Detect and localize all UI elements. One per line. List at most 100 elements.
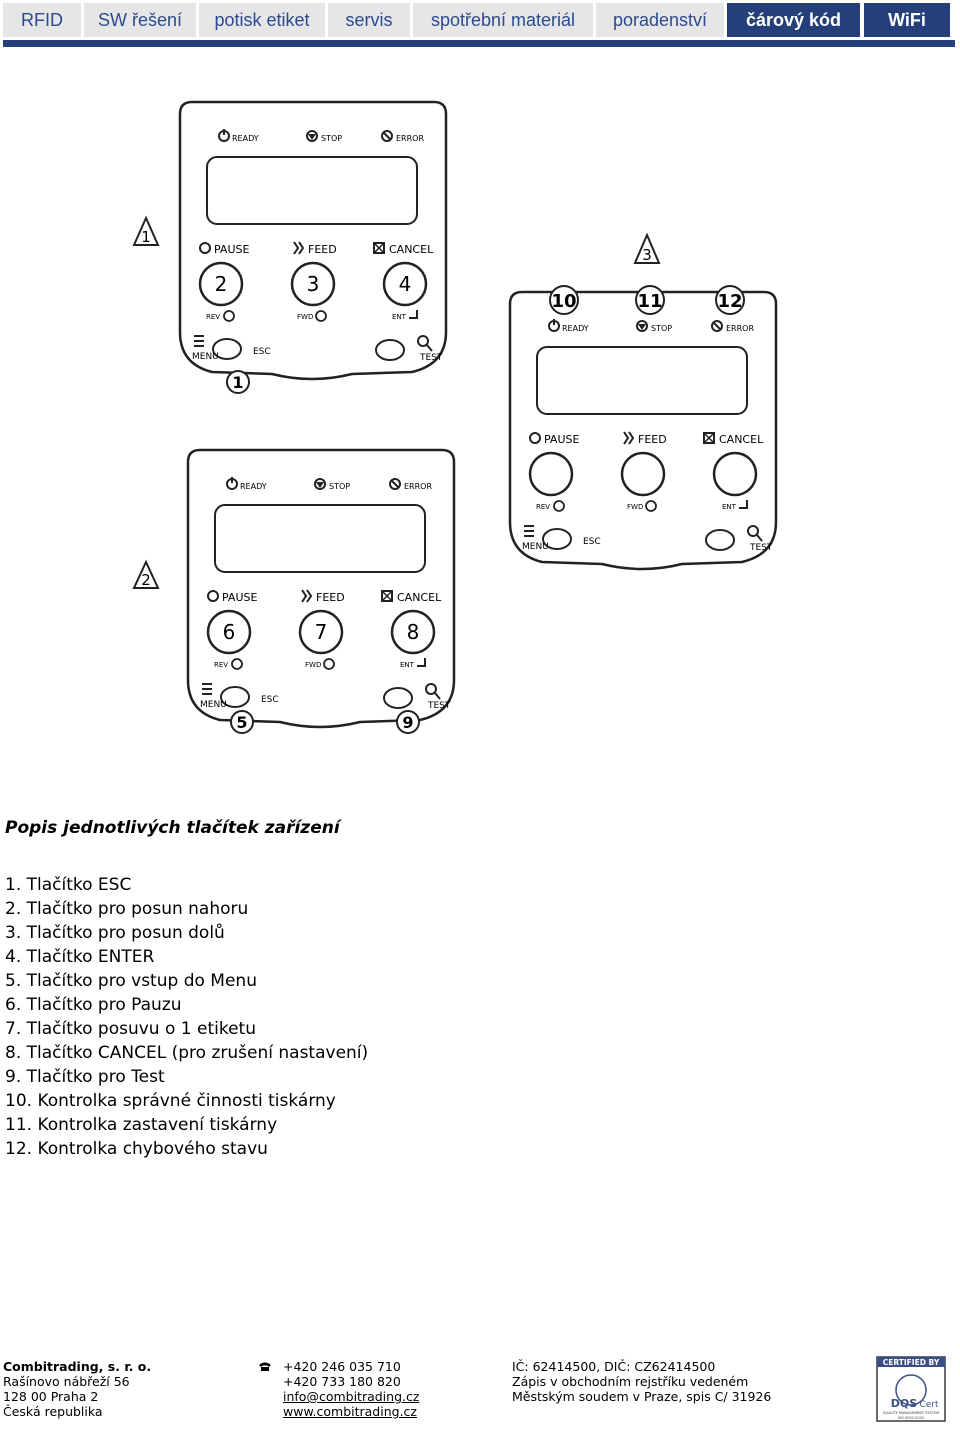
button-description-list: 1. Tlačítko ESC 2. Tlačítko pro posun na… [5, 873, 368, 1161]
footer-registration: IČ: 62414500, DIČ: CZ62414500 Zápis v ob… [512, 1359, 771, 1404]
list-item: 4. Tlačítko ENTER [5, 947, 155, 967]
svg-text:1: 1 [141, 228, 151, 246]
list-item: 3. Tlačítko pro posun dolů [5, 923, 225, 943]
warning-triangle-2: 2 [132, 559, 160, 589]
phone-number: +420 733 180 820 [283, 1374, 401, 1389]
list-item: 2. Tlačítko pro posun nahoru [5, 899, 249, 919]
esc-label: ESC [261, 695, 279, 705]
callout-2: 2 [215, 272, 228, 296]
test-label: TEST [427, 701, 451, 711]
callout-12: 12 [717, 291, 742, 312]
svg-text:2: 2 [141, 571, 151, 589]
callout-1: 1 [232, 373, 243, 392]
callout-10: 10 [551, 291, 576, 312]
ent-label: ENT [722, 503, 737, 511]
test-label: TEST [419, 353, 443, 363]
company-ids: IČ: 62414500, DIČ: CZ62414500 [512, 1359, 716, 1374]
tab-poradenstvi[interactable]: poradenství [596, 3, 724, 37]
ready-label: READY [240, 482, 267, 491]
menu-label: MENU [192, 352, 219, 362]
registry-line: Městským soudem v Praze, spis C/ 31926 [512, 1389, 772, 1404]
top-navigation: RFID SW řešení potisk etiket servis spot… [3, 3, 955, 47]
tab-servis[interactable]: servis [328, 3, 410, 37]
ready-label: READY [232, 134, 259, 143]
address-line: Česká republika [3, 1404, 103, 1419]
error-label: ERROR [396, 134, 424, 143]
ready-label: READY [562, 324, 589, 333]
pause-label: PAUSE [544, 433, 579, 446]
stop-label: STOP [651, 324, 672, 333]
list-item: 7. Tlačítko posuvu o 1 etiketu [5, 1019, 256, 1039]
cancel-label: CANCEL [397, 591, 442, 604]
menu-label: MENU [522, 542, 549, 552]
phone-icon [259, 1362, 271, 1371]
rev-label: REV [536, 503, 550, 511]
callout-3: 3 [307, 272, 320, 296]
stop-label: STOP [321, 134, 342, 143]
stop-label: STOP [329, 482, 350, 491]
tab-carovy-kod[interactable]: čárový kód [727, 3, 860, 37]
tab-rfid[interactable]: RFID [3, 3, 81, 37]
menu-label: MENU [200, 700, 227, 710]
tab-wifi[interactable]: WiFi [864, 3, 950, 37]
svg-text:DQS: DQS [891, 1397, 917, 1410]
company-name: Combitrading, s. r. o. [3, 1359, 152, 1374]
svg-text:ISO 9001:2000: ISO 9001:2000 [898, 1416, 924, 1420]
section-title: Popis jednotlivých tlačítek zařízení [5, 818, 340, 838]
list-item: 8. Tlačítko CANCEL (pro zrušení nastaven… [5, 1043, 369, 1063]
panel-3: READY STOP ERROR PAUSE FEED CANCEL REV F… [508, 285, 778, 571]
address-line: 128 00 Praha 2 [3, 1389, 99, 1404]
feed-label: FEED [638, 433, 667, 446]
email-link[interactable]: info@combitrading.cz [283, 1389, 420, 1404]
esc-label: ESC [583, 537, 601, 547]
panel-2: READY STOP ERROR PAUSE FEED CANCEL REV F… [186, 448, 456, 734]
fwd-label: FWD [627, 503, 643, 511]
list-item: 5. Tlačítko pro vstup do Menu [5, 971, 257, 991]
footer-company: Combitrading, s. r. o. Rašínovo nábřeží … [3, 1359, 151, 1419]
list-item: 1. Tlačítko ESC [5, 875, 132, 895]
feed-label: FEED [308, 243, 337, 256]
ent-label: ENT [392, 313, 407, 321]
warning-triangle-1: 1 [132, 215, 160, 246]
callout-8: 8 [407, 620, 420, 644]
callout-9: 9 [402, 713, 413, 732]
list-item: 9. Tlačítko pro Test [5, 1067, 165, 1087]
callout-6: 6 [223, 620, 236, 644]
test-label: TEST [749, 543, 773, 553]
nav-underline [3, 40, 955, 47]
warning-triangle-3: 3 [633, 232, 661, 264]
rev-label: REV [214, 661, 228, 669]
website-link[interactable]: www.combitrading.cz [283, 1404, 417, 1419]
esc-label: ESC [253, 347, 271, 357]
pause-label: PAUSE [222, 591, 257, 604]
svg-text:CERTIFIED BY: CERTIFIED BY [883, 1358, 940, 1367]
rev-label: REV [206, 313, 220, 321]
feed-label: FEED [316, 591, 345, 604]
dqs-certification-logo: CERTIFIED BY DQS Cert QUALITY MANAGEMENT… [876, 1356, 946, 1422]
error-label: ERROR [726, 324, 754, 333]
tab-spotrebni-material[interactable]: spotřební materiál [413, 3, 593, 37]
pause-label: PAUSE [214, 243, 249, 256]
callout-5: 5 [236, 713, 247, 732]
svg-text:Cert: Cert [919, 1400, 939, 1410]
callout-7: 7 [315, 620, 328, 644]
list-item: 12. Kontrolka chybového stavu [5, 1139, 268, 1159]
ent-label: ENT [400, 661, 415, 669]
cancel-label: CANCEL [389, 243, 434, 256]
error-label: ERROR [404, 482, 432, 491]
list-item: 10. Kontrolka správné činnosti tiskárny [5, 1091, 336, 1111]
fwd-label: FWD [305, 661, 321, 669]
footer-contacts: +420 246 035 710 +420 733 180 820 info@c… [283, 1359, 419, 1419]
registry-line: Zápis v obchodním rejstříku vedeném [512, 1374, 749, 1389]
callout-11: 11 [637, 291, 662, 312]
list-item: 11. Kontrolka zastavení tiskárny [5, 1115, 278, 1135]
tab-potisk-etiket[interactable]: potisk etiket [199, 3, 325, 37]
control-panel-diagram: READY STOP ERROR PAUSE FEED CANCEL REV F… [132, 100, 778, 734]
panel-1: READY STOP ERROR PAUSE FEED CANCEL REV F… [178, 100, 448, 394]
list-item: 6. Tlačítko pro Pauzu [5, 995, 182, 1015]
callout-4: 4 [399, 272, 412, 296]
cancel-label: CANCEL [719, 433, 764, 446]
svg-text:3: 3 [642, 246, 652, 264]
tab-sw-reseni[interactable]: SW řešení [84, 3, 196, 37]
svg-text:QUALITY MANAGEMENT SYSTEM: QUALITY MANAGEMENT SYSTEM [883, 1411, 939, 1415]
